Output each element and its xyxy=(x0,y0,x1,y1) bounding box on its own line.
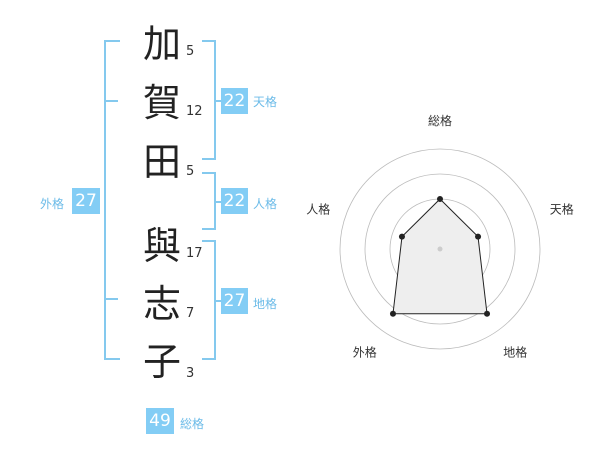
tenkaku-value-badge: 22 xyxy=(221,88,248,114)
jinkaku-label: 人格 xyxy=(253,197,278,211)
chikaku-label: 地格 xyxy=(253,297,278,311)
radar-axis-label-5: 人格 xyxy=(306,201,330,216)
radar-point-3 xyxy=(484,310,491,317)
radar-point-2 xyxy=(475,233,482,240)
stroke-count-2: 12 xyxy=(186,104,203,119)
stroke-count-6: 3 xyxy=(186,366,195,381)
stroke-count-5: 7 xyxy=(186,306,195,321)
stroke-count-3: 5 xyxy=(186,164,195,179)
stroke-count-4: 17 xyxy=(186,246,203,261)
radar-point-5 xyxy=(398,233,405,240)
stroke-count-1: 5 xyxy=(186,44,195,59)
radar-axis-label-1: 総格 xyxy=(428,113,452,128)
name-char-3: 田 xyxy=(142,140,181,184)
radar-center xyxy=(437,246,443,252)
soukaku-value-badge: 49 xyxy=(146,408,174,434)
gaikaku-bracket-tick xyxy=(104,298,118,300)
name-char-4: 與 xyxy=(142,224,181,268)
tenkaku-label: 天格 xyxy=(253,95,278,109)
radar-axis-label-3: 地格 xyxy=(503,345,527,360)
soukaku-label: 総格 xyxy=(180,417,205,431)
jinkaku-bracket-connector xyxy=(214,201,222,203)
name-char-1: 加 xyxy=(142,22,181,66)
radar-point-4 xyxy=(389,310,396,317)
chikaku-value-badge: 27 xyxy=(221,288,248,314)
gaikaku-value-badge: 27 xyxy=(72,188,100,214)
chikaku-bracket-connector xyxy=(214,300,222,302)
radar-ring-2 xyxy=(364,173,516,325)
radar-ring-1 xyxy=(339,148,541,350)
gaikaku-bracket-tick xyxy=(104,100,118,102)
gaikaku-label: 外格 xyxy=(40,197,65,211)
gaikaku-bracket xyxy=(104,40,120,360)
tenkaku-bracket-connector xyxy=(214,100,222,102)
name-char-2: 賀 xyxy=(142,81,181,125)
radar-polygon xyxy=(392,198,488,315)
name-char-5: 志 xyxy=(142,282,181,326)
radar-axis-label-2: 天格 xyxy=(550,201,574,216)
radar-axis-label-4: 外格 xyxy=(353,345,377,360)
jinkaku-value-badge: 22 xyxy=(221,188,248,214)
radar-point-1 xyxy=(437,196,443,202)
name-char-6: 子 xyxy=(142,340,181,384)
